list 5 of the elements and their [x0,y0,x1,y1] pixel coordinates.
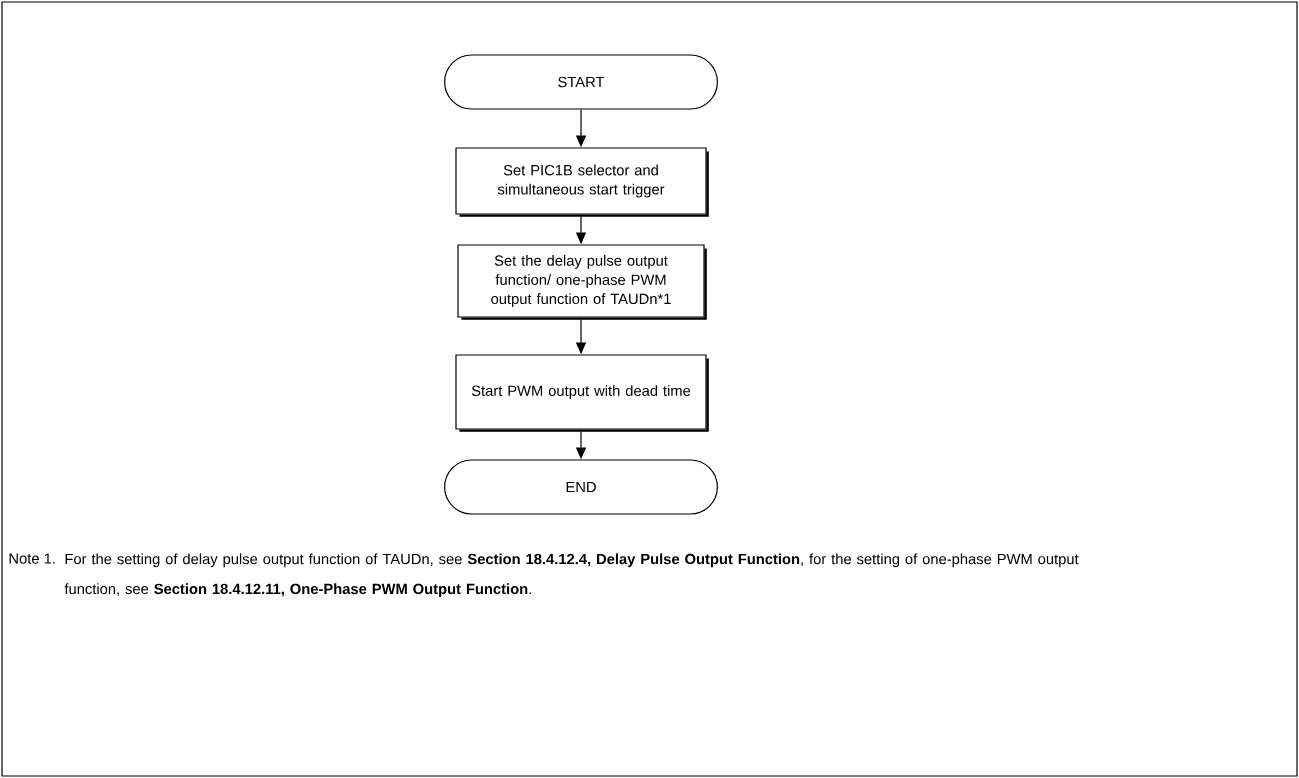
process-box: Set PIC1B selector and simultaneous start trigger [455,147,709,217]
note-text: For the setting of delay pulse output function of TAUDn, see Section 18.4.12.4, Delay Pulse Output Function, for the setting of one-phase PWM output function, see Section 18.4.12.11, One-Phase PWM Output Function. [64,553,1079,598]
note-number: Note 1. [9,553,55,564]
process-box: Start PWM output with dead time [455,354,709,432]
process-box: Set the delay pulse output function/ one-phase PWM output function of TAUDn*1 [457,244,707,320]
